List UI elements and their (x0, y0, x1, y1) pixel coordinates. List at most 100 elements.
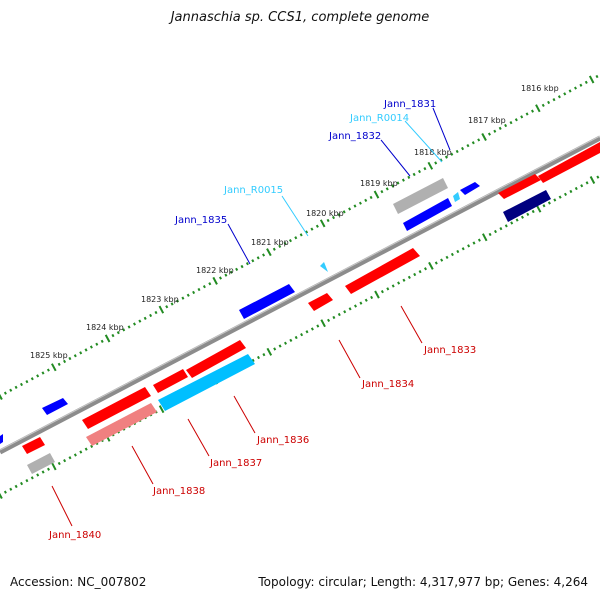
scale-tick (385, 187, 389, 191)
scale-tick (531, 109, 534, 113)
label-jann-1833[interactable]: Jann_1833 (423, 345, 476, 356)
scale-tick (30, 476, 34, 480)
scale-tick (310, 327, 314, 331)
scale-tick (122, 328, 126, 332)
scale-tick (224, 273, 228, 277)
label-jann-r0015[interactable]: Jann_R0015 (223, 185, 283, 196)
label-jann-1831[interactable]: Jann_1831 (383, 99, 436, 110)
scale-tick (461, 146, 465, 151)
gene-outer-right-1[interactable] (498, 174, 541, 199)
scale-tick (30, 377, 34, 381)
scale-tick (467, 244, 471, 248)
scale-tick (251, 358, 255, 363)
gene-outer-left[interactable] (42, 398, 68, 415)
gene-jann-1833[interactable] (345, 248, 420, 294)
scale-tick (359, 301, 363, 305)
scale-tick (319, 219, 326, 228)
scale-tick (445, 255, 449, 259)
gene-jann-1832[interactable] (393, 178, 448, 214)
scale-tick (283, 241, 287, 246)
gene-red-mid[interactable] (153, 369, 188, 393)
scale-tick (332, 315, 336, 320)
scale-tick (515, 218, 519, 222)
gene-jann-1834[interactable] (308, 293, 333, 311)
tick-label-1822: 1822 kbp (196, 266, 234, 275)
scale-tick (310, 227, 314, 231)
label-jann-1834[interactable]: Jann_1834 (361, 379, 414, 390)
scale-tick (424, 267, 427, 271)
scale-tick (327, 318, 331, 322)
scale-tick (574, 186, 578, 191)
scale-tick (358, 201, 362, 205)
scale-tick (272, 247, 276, 251)
gene-jann-1840[interactable] (27, 453, 55, 474)
label-jann-1835[interactable]: Jann_1835 (174, 215, 227, 226)
scale-tick (402, 278, 406, 282)
scale-tick (288, 239, 292, 243)
scale-tick (472, 241, 476, 245)
scale-tick (428, 261, 434, 270)
gene-jann-1832-band[interactable] (403, 198, 452, 231)
scale-tick (127, 325, 131, 329)
scale-tick (104, 334, 111, 343)
scale-tick (154, 310, 158, 315)
label-jann-1840[interactable]: Jann_1840 (48, 530, 101, 541)
scale-tick (397, 281, 401, 285)
gene-navy[interactable] (503, 190, 551, 222)
label-jann-1837[interactable]: Jann_1837 (209, 458, 262, 469)
scale-tick (535, 104, 541, 113)
gene-jann-1835[interactable] (239, 284, 295, 319)
scale-tick (373, 190, 380, 199)
scale-tick (481, 133, 487, 141)
scale-tick (514, 118, 518, 122)
scale-tick (589, 176, 596, 184)
label-jann-1838[interactable]: Jann_1838 (152, 486, 205, 497)
scale-tick (262, 253, 266, 257)
gene-jann-1837[interactable] (186, 340, 246, 378)
scale-tick (79, 450, 83, 454)
scale-tick (257, 355, 260, 360)
label-jann-1836[interactable]: Jann_1836 (256, 435, 309, 446)
gene-jann-r0015[interactable] (320, 262, 328, 272)
scale-tick (348, 307, 352, 311)
label-jann-r0014[interactable]: Jann_R0014 (349, 113, 409, 124)
scale-tick (531, 209, 535, 214)
scale-tick (305, 230, 309, 234)
scale-tick (380, 190, 384, 194)
scale-tick (100, 339, 104, 343)
scale-tick (450, 152, 454, 156)
scale-tick (278, 344, 282, 348)
scale-tick (143, 316, 147, 320)
scale-labels: 1816 kbp 1817 kbp 1818 kbp 1819 kbp 1820… (30, 84, 559, 360)
scale-tick (584, 80, 588, 84)
gene-red-small[interactable] (22, 437, 45, 454)
scale-tick (574, 86, 577, 90)
scale-tick (294, 335, 298, 340)
scale-tick (3, 490, 7, 494)
genes-outer (0, 142, 600, 444)
scale-tick (0, 492, 3, 499)
scale-tick (212, 276, 218, 285)
gene-outer-edge[interactable] (0, 434, 3, 444)
scale-tick (9, 487, 13, 491)
scale-tick (208, 282, 212, 286)
scale-tick (418, 169, 421, 174)
gene-pink[interactable] (86, 403, 157, 446)
label-jann-1832[interactable]: Jann_1832 (328, 131, 381, 142)
scale-tick (20, 481, 24, 486)
scale-tick (84, 447, 88, 451)
scale-tick (316, 324, 320, 328)
scale-tick (89, 345, 93, 349)
gene-jann-1836[interactable] (158, 354, 255, 411)
scale-tick (525, 112, 529, 116)
scale-tick (315, 224, 319, 228)
gene-labels: Jann_1831 Jann_R0014 Jann_1832 Jann_R001… (48, 99, 476, 541)
gene-jann-r0014[interactable] (453, 192, 460, 202)
gene-jann-1838[interactable] (82, 387, 151, 429)
gene-outer-right-2[interactable] (538, 142, 600, 183)
scale-tick (547, 100, 551, 105)
gene-jann-1831[interactable] (460, 182, 480, 195)
scale-tick (380, 290, 384, 294)
scale-tick (520, 215, 524, 219)
